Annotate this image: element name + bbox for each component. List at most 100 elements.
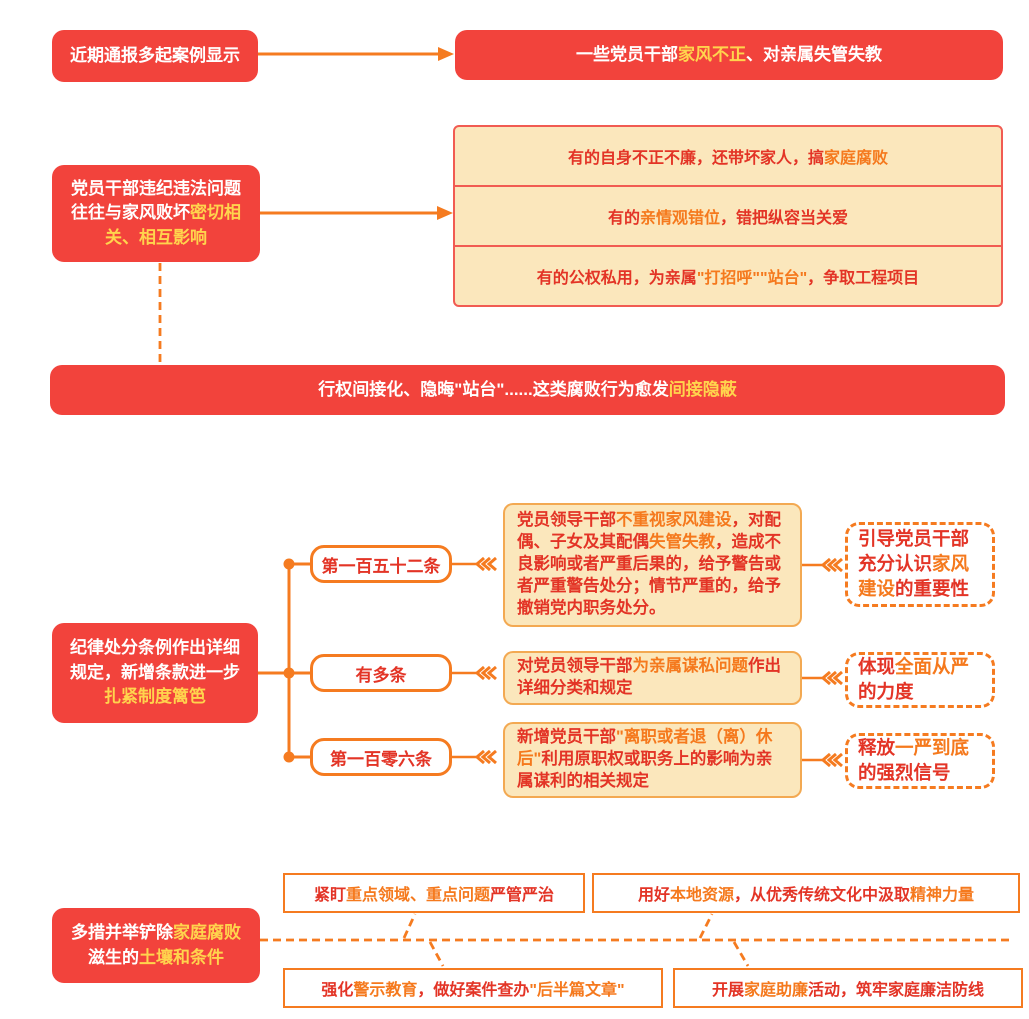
text-segment: "后半篇文章" bbox=[529, 982, 625, 999]
text-segment: "离职或者退（离）休后" bbox=[517, 728, 773, 769]
triple-chevron-connector bbox=[802, 557, 843, 573]
significance-note-box: 引导党员干部充分认识家风建设的重要性 bbox=[845, 522, 995, 607]
examples-table: 有的自身不正不廉，还带坏家人，搞家庭腐败 有的亲情观错位，错把纵容当关爱 有的公… bbox=[453, 125, 1003, 307]
triple-chevron-connector bbox=[802, 752, 843, 768]
text-segment: 不重视家风建设 bbox=[616, 511, 732, 530]
text-segment: 的力度 bbox=[858, 681, 914, 702]
text-segments: 紧盯重点领域、重点问题严管严治 bbox=[314, 881, 554, 905]
text-segments: 体现全面从严的力度 bbox=[858, 655, 982, 705]
branch-bracket bbox=[258, 558, 310, 763]
text-segments: 释放一严到底的强烈信号 bbox=[858, 736, 982, 786]
right-arrow-icon bbox=[260, 206, 453, 220]
measure-item-box: 开展家庭助廉活动，筑牢家庭廉洁防线 bbox=[673, 968, 1023, 1008]
text-segments: 强化警示教育，做好案件查办"后半篇文章" bbox=[321, 976, 624, 1000]
text-segment: 亲情观错位 bbox=[639, 210, 720, 227]
text-segment: 体现 bbox=[858, 656, 896, 678]
text-segment: 土壤和条件 bbox=[139, 947, 224, 967]
triple-chevron-connector bbox=[452, 556, 497, 572]
text-segments: 行权间接化、隐晦"站台"......这类腐败行为愈发间接隐蔽 bbox=[318, 378, 736, 403]
text-segment: 家风建设 bbox=[858, 553, 970, 599]
text-segment: 警示教育 bbox=[353, 982, 418, 999]
text-segment: ，对配偶、子女及其配偶 bbox=[517, 511, 781, 552]
text-segment: 开展 bbox=[711, 982, 744, 999]
text-segment: ，造成不良影响或者严重后果的，给予警告或者严重警告处分；情节严重的，给予撤销党内… bbox=[517, 533, 781, 617]
text-segment: 利用原职权或职务上的影响为亲属谋利的相关规定 bbox=[517, 750, 773, 790]
text-segment: 家庭腐败 bbox=[824, 150, 889, 167]
text-segment: 失管失教 bbox=[649, 533, 715, 552]
measure-item-box: 强化警示教育，做好案件查办"后半篇文章" bbox=[283, 968, 663, 1008]
table-row: 有的亲情观错位，错把纵容当关爱 bbox=[455, 185, 1001, 245]
text-segment: 为亲属谋私问题 bbox=[632, 657, 749, 676]
text-segment: 强化 bbox=[321, 982, 354, 999]
text-segment: 严管严治 bbox=[490, 887, 555, 904]
text-segment: 对党员领导干部 bbox=[517, 657, 633, 676]
measure-item-box: 紧盯重点领域、重点问题严管严治 bbox=[283, 873, 585, 913]
text-segment: 党员干部违纪违法问题往往与家风败坏 bbox=[71, 178, 241, 223]
text-segment: 有的公权私用，为亲属 bbox=[536, 270, 697, 287]
significance-note-box: 体现全面从严的力度 bbox=[845, 652, 995, 708]
text-segment: ，错把纵容当关爱 bbox=[720, 210, 849, 227]
triple-chevron-connector bbox=[802, 670, 843, 686]
text-segment: 近期通报多起案例显示 bbox=[70, 45, 240, 65]
banner-box: 行权间接化、隐晦"站台"......这类腐败行为愈发间接隐蔽 bbox=[50, 365, 1005, 415]
text-segments: 用好本地资源，从优秀传统文化中汲取精神力量 bbox=[638, 881, 974, 905]
text-segment: 重点领域、重点问题 bbox=[345, 887, 490, 904]
text-segment: 新增党员干部 bbox=[517, 728, 616, 747]
dashed-spine-connector bbox=[260, 913, 1012, 967]
text-segment: 一些党员干部 bbox=[576, 44, 678, 64]
measures-box: 多措并举铲除家庭腐败滋生的土壤和条件 bbox=[52, 908, 260, 983]
measure-item-box: 用好本地资源，从优秀传统文化中汲取精神力量 bbox=[592, 873, 1020, 913]
text-segments: 纪律处分条例作出详细规定，新增条款进一步扎紧制度篱笆 bbox=[64, 636, 246, 710]
text-segment: 、对亲属失管失教 bbox=[746, 44, 882, 64]
case-report-source-box: 近期通报多起案例显示 bbox=[52, 30, 258, 82]
text-segments: 引导党员干部充分认识家风建设的重要性 bbox=[858, 527, 982, 602]
text-segments: 新增党员干部"离职或者退（离）休后"利用原职权或职务上的影响为亲属谋利的相关规定 bbox=[517, 727, 788, 793]
text-segments: 党员领导干部不重视家风建设，对配偶、子女及其配偶失管失教，造成不良影响或者严重后… bbox=[517, 510, 788, 620]
text-segment: 的强烈信号 bbox=[858, 762, 951, 783]
text-segment: 间接隐蔽 bbox=[668, 379, 737, 399]
article-content-box: 对党员领导干部为亲属谋私问题作出详细分类和规定 bbox=[503, 651, 802, 705]
text-segment: 党员领导干部 bbox=[517, 511, 616, 530]
text-segment: ，做好案件查办 bbox=[417, 982, 530, 999]
text-segment: 的重要性 bbox=[895, 577, 970, 599]
text-segment: "打招呼""站台" bbox=[696, 270, 808, 287]
text-segment: 引导党员干部充分认识 bbox=[858, 528, 970, 575]
article-pill: 有多条 bbox=[310, 654, 452, 692]
text-segment: 用好 bbox=[637, 887, 670, 904]
case-finding-box: 一些党员干部家风不正、对亲属失管失教 bbox=[455, 30, 1003, 80]
text-segment: 精神力量 bbox=[910, 887, 975, 904]
text-segment: 家庭腐败 bbox=[173, 922, 241, 942]
text-segment: 扎紧制度篱笆 bbox=[104, 687, 206, 707]
regulation-box: 纪律处分条例作出详细规定，新增条款进一步扎紧制度篱笆 bbox=[52, 623, 258, 723]
text-segment: 本地资源 bbox=[669, 887, 734, 904]
text-segments: 有的公权私用，为亲属"打招呼""站台"，争取工程项目 bbox=[537, 264, 919, 288]
text-segment: 一严到底 bbox=[895, 737, 970, 759]
text-segment: 家风不正 bbox=[678, 44, 746, 64]
table-row: 有的自身不正不廉，还带坏家人，搞家庭腐败 bbox=[455, 127, 1001, 185]
text-segment: ，争取工程项目 bbox=[807, 270, 920, 287]
triple-chevron-connector bbox=[452, 749, 497, 765]
text-segments: 开展家庭助廉活动，筑牢家庭廉洁防线 bbox=[712, 976, 984, 1000]
right-arrow-icon bbox=[258, 47, 454, 61]
text-segment: 多措并举铲除 bbox=[71, 922, 173, 942]
article-content-box: 党员领导干部不重视家风建设，对配偶、子女及其配偶失管失教，造成不良影响或者严重后… bbox=[503, 503, 802, 627]
significance-note-box: 释放一严到底的强烈信号 bbox=[845, 733, 995, 789]
text-segment: 滋生的 bbox=[88, 947, 139, 967]
text-segments: 多措并举铲除家庭腐败滋生的土壤和条件 bbox=[64, 921, 248, 970]
text-segment: 行权间接化、隐晦"站台"......这类腐败行为愈发 bbox=[318, 379, 669, 399]
triple-chevron-connector bbox=[452, 665, 497, 681]
text-segment: 纪律处分条例作出详细规定，新增条款进一步 bbox=[70, 638, 240, 682]
problem-statement-box: 党员干部违纪违法问题往往与家风败坏密切相关、相互影响 bbox=[52, 165, 260, 262]
text-segments: 党员干部违纪违法问题往往与家风败坏密切相关、相互影响 bbox=[64, 177, 248, 251]
text-segments: 对党员领导干部为亲属谋私问题作出详细分类和规定 bbox=[517, 656, 788, 700]
text-segment: 释放 bbox=[858, 737, 896, 759]
article-content-box: 新增党员干部"离职或者退（离）休后"利用原职权或职务上的影响为亲属谋利的相关规定 bbox=[503, 722, 802, 798]
article-pill: 第一百零六条 bbox=[310, 738, 452, 776]
table-row: 有的公权私用，为亲属"打招呼""站台"，争取工程项目 bbox=[455, 245, 1001, 305]
text-segments: 一些党员干部家风不正、对亲属失管失教 bbox=[576, 43, 882, 68]
text-segment: 全面从严 bbox=[895, 656, 970, 678]
text-segment: 密切相关、相互影响 bbox=[105, 203, 241, 247]
text-segment: ，从优秀传统文化中汲取 bbox=[734, 887, 911, 904]
